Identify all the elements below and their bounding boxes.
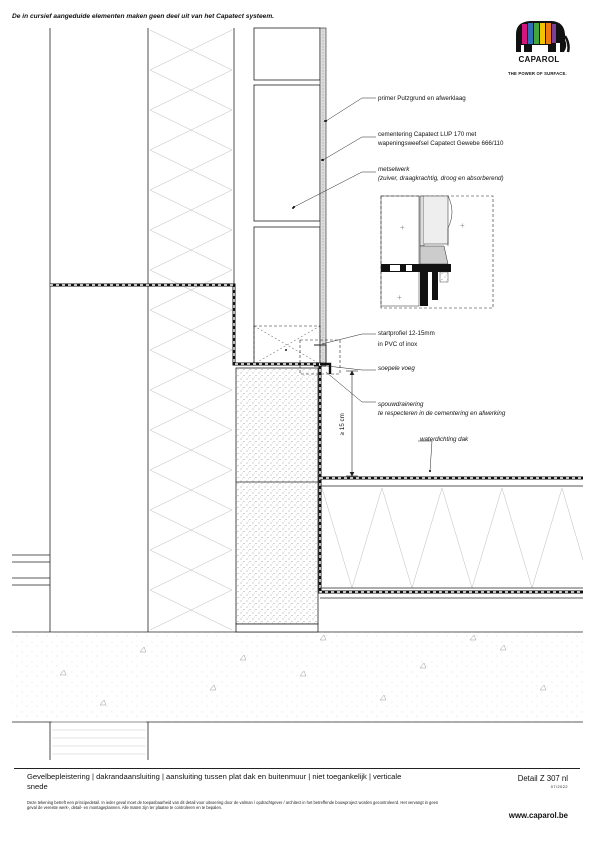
svg-text:+: + <box>460 221 465 230</box>
waterproofing-membrane <box>50 283 583 594</box>
cavity-insulation <box>149 28 235 631</box>
roof-structure-lines <box>320 485 583 599</box>
label-soepele-voeg: soepele voeg <box>378 365 415 372</box>
label-primer: primer Putzgrund en afwerklaag <box>378 95 466 102</box>
floor-strip-left <box>12 554 50 586</box>
dimension-line <box>346 370 358 477</box>
detail-inset: + + + <box>380 195 494 309</box>
website-link[interactable]: www.caparol.be <box>508 811 568 820</box>
footer-disclaimer: Deze tekening betreft een principedetail… <box>27 800 439 811</box>
leader-dots <box>292 119 432 473</box>
footer-divider <box>14 768 580 769</box>
footer-title: Gevelbepleistering | dakrandaansluiting … <box>27 772 402 791</box>
label-spouwdrainering-line1: spouwdrainering <box>378 401 424 408</box>
label-startprofiel-line1: startprofiel 12-15mm <box>378 330 435 337</box>
label-waterdichting-dak: waterdichting dak <box>420 436 469 443</box>
label-cementering-line1: cementering Capatect LUP 170 met <box>378 131 477 138</box>
label-metselwerk-line1: metselwerk <box>378 166 410 173</box>
detail-number: Detail Z 307 nl <box>517 774 568 783</box>
caparol-logo: CAPAROL THE POWER OF SURFACE. <box>508 18 578 80</box>
elephant-logo-icon <box>516 21 570 53</box>
parapet-block <box>235 367 319 633</box>
label-dimension: ≥ 15 cm <box>338 413 346 436</box>
inner-wall <box>49 28 149 760</box>
label-startprofiel-line2: in PVC of inox <box>378 341 418 348</box>
svg-text:+: + <box>400 223 405 232</box>
top-note: De in cursief aangeduide elementen maken… <box>12 13 275 20</box>
label-cementering-line2: wapeningsweefsel Capatect Gewebe 666/110 <box>378 140 504 147</box>
render-layer <box>319 27 327 364</box>
svg-text:+: + <box>397 293 402 302</box>
masonry <box>253 27 321 364</box>
logo-brand-text: CAPAROL <box>518 55 560 64</box>
label-spouwdrainering-line2: te respecteren in de cementering en afwe… <box>378 410 506 417</box>
label-metselwerk-line2: (zuiver, draagkrachtig, droog en absorbe… <box>378 175 504 182</box>
detail-code: 07/2022 <box>550 785 568 789</box>
roof-insulation <box>321 487 584 589</box>
logo-tagline: THE POWER OF SURFACE. <box>508 71 567 76</box>
leader-lines <box>293 97 433 472</box>
ground-slab <box>12 631 583 723</box>
